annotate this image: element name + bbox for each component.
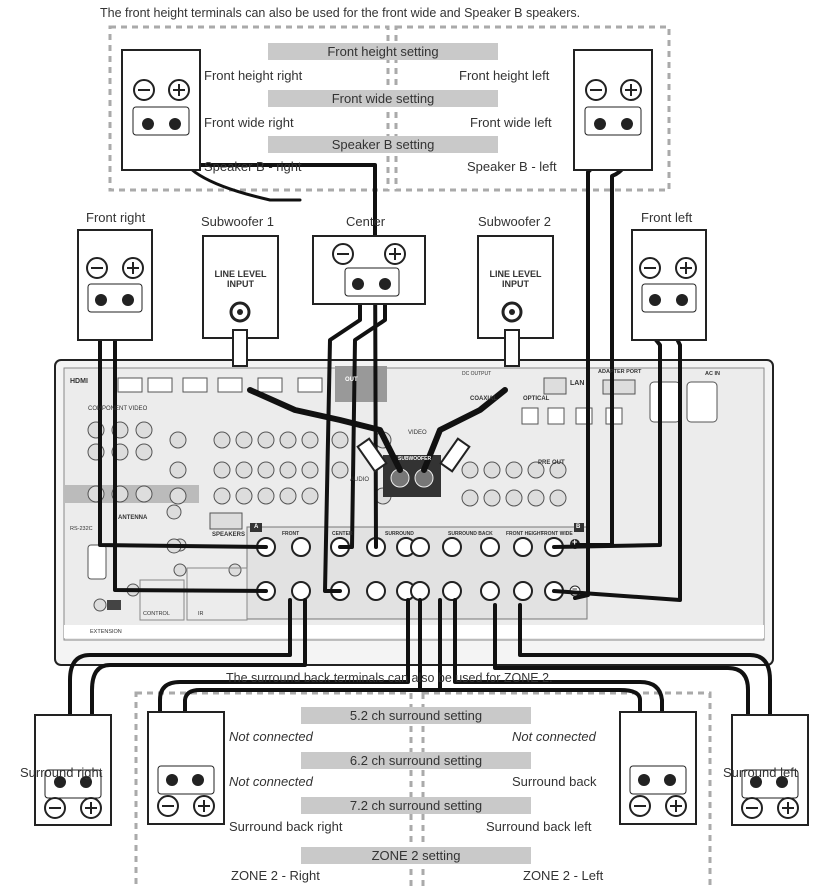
label-6-2-right: Not connected (229, 774, 313, 789)
receiver-antenna: ANTENNA (118, 515, 148, 521)
receiver-extension: EXTENSION (90, 629, 122, 635)
label-front-height-right: Front height right (204, 68, 303, 83)
label-surround-left: Surround left (723, 765, 798, 780)
setting-bar-front-wide: Front wide setting (268, 90, 498, 107)
label-speaker-b-left: Speaker B - left (467, 159, 557, 174)
label-speaker-b-right: Speaker B - right (204, 159, 302, 174)
sub2-line-level-input: LINE LEVEL INPUT (489, 269, 542, 289)
receiver-optical: OPTICAL (523, 396, 550, 402)
label-subwoofer-2: Subwoofer 2 (478, 214, 551, 229)
receiver-audio: AUDIO (350, 477, 370, 483)
speaker-surround-right (34, 714, 112, 826)
receiver-adapter-port: ADAPTER PORT (598, 369, 642, 375)
label-5-2-right: Not connected (229, 729, 313, 744)
sub1-line-level-input: LINE LEVEL INPUT (214, 269, 267, 289)
receiver-pre-out: PRE OUT (538, 460, 565, 466)
setting-bar-6-2ch: 6.2 ch surround setting (301, 752, 531, 769)
receiver-sp-b: B (576, 524, 581, 530)
receiver-front: FRONT (282, 531, 300, 537)
receiver-minus: − (572, 584, 578, 594)
receiver-front-wide: FRONT WIDE (541, 531, 573, 537)
speaker-front-height-right (121, 49, 201, 171)
label-center: Center (346, 214, 386, 229)
receiver-speakers: SPEAKERS (212, 532, 246, 538)
receiver-front-height: FRONT HEIGHT (506, 531, 544, 537)
label-6-2-left: Surround back (512, 774, 597, 789)
speaker-center (312, 235, 426, 305)
setting-bar-zone2: ZONE 2 setting (301, 847, 531, 864)
speaker-front-right (77, 229, 153, 341)
receiver-subwoofer: SUBWOOFER (398, 456, 432, 462)
label-front-wide-right: Front wide right (204, 115, 294, 130)
speaker-front-height-left (573, 49, 653, 171)
top-note: The front height terminals can also be u… (100, 6, 581, 20)
receiver-surround: SURROUND (385, 531, 414, 537)
speaker-front-left (631, 229, 707, 341)
setting-bar-front-height: Front height setting (268, 43, 498, 60)
speaker-subwoofer-1 (202, 235, 279, 339)
label-surround-right: Surround right (20, 765, 103, 780)
label-subwoofer-1: Subwoofer 1 (201, 214, 274, 229)
receiver-dc-output: DC OUTPUT (462, 371, 492, 377)
speaker-surround-left (731, 714, 809, 826)
receiver-surround-back: SURROUND BACK (448, 531, 493, 537)
label-zone2-right: ZONE 2 - Right (231, 868, 320, 883)
receiver-lan: LAN (570, 380, 585, 387)
label-front-height-left: Front height left (459, 68, 550, 83)
label-zone2-left: ZONE 2 - Left (523, 868, 604, 883)
receiver-rs232c: RS-232C (70, 526, 93, 532)
receiver-plus: + (572, 537, 578, 547)
label-7-2-left: Surround back left (486, 819, 592, 834)
receiver-sp-a: A (254, 524, 259, 530)
label-front-right: Front right (86, 210, 146, 225)
receiver-ir: IR (198, 611, 204, 617)
receiver-video: VIDEO (408, 430, 427, 436)
receiver-control: CONTROL (143, 611, 170, 617)
receiver-coaxial: COAXIAL (470, 396, 497, 402)
receiver-center: CENTER (332, 531, 353, 537)
label-5-2-left: Not connected (512, 729, 596, 744)
receiver-ac-in: AC IN (705, 371, 720, 377)
receiver-hdmi: HDMI (70, 378, 88, 385)
receiver-panel (54, 359, 774, 666)
setting-bar-7-2ch: 7.2 ch surround setting (301, 797, 531, 814)
label-front-wide-left: Front wide left (470, 115, 552, 130)
speaker-surround-back-left (619, 711, 697, 825)
setting-bar-speaker-b: Speaker B setting (268, 136, 498, 153)
setting-bar-5-2ch: 5.2 ch surround setting (301, 707, 531, 724)
speaker-subwoofer-2 (477, 235, 554, 339)
label-front-left: Front left (641, 210, 693, 225)
speaker-surround-back-right (147, 711, 225, 825)
receiver-component-video: COMPONENT VIDEO (88, 406, 148, 412)
bottom-note: The surround back terminals can also be … (226, 671, 553, 685)
receiver-out: OUT (345, 377, 358, 383)
label-7-2-right: Surround back right (229, 819, 343, 834)
